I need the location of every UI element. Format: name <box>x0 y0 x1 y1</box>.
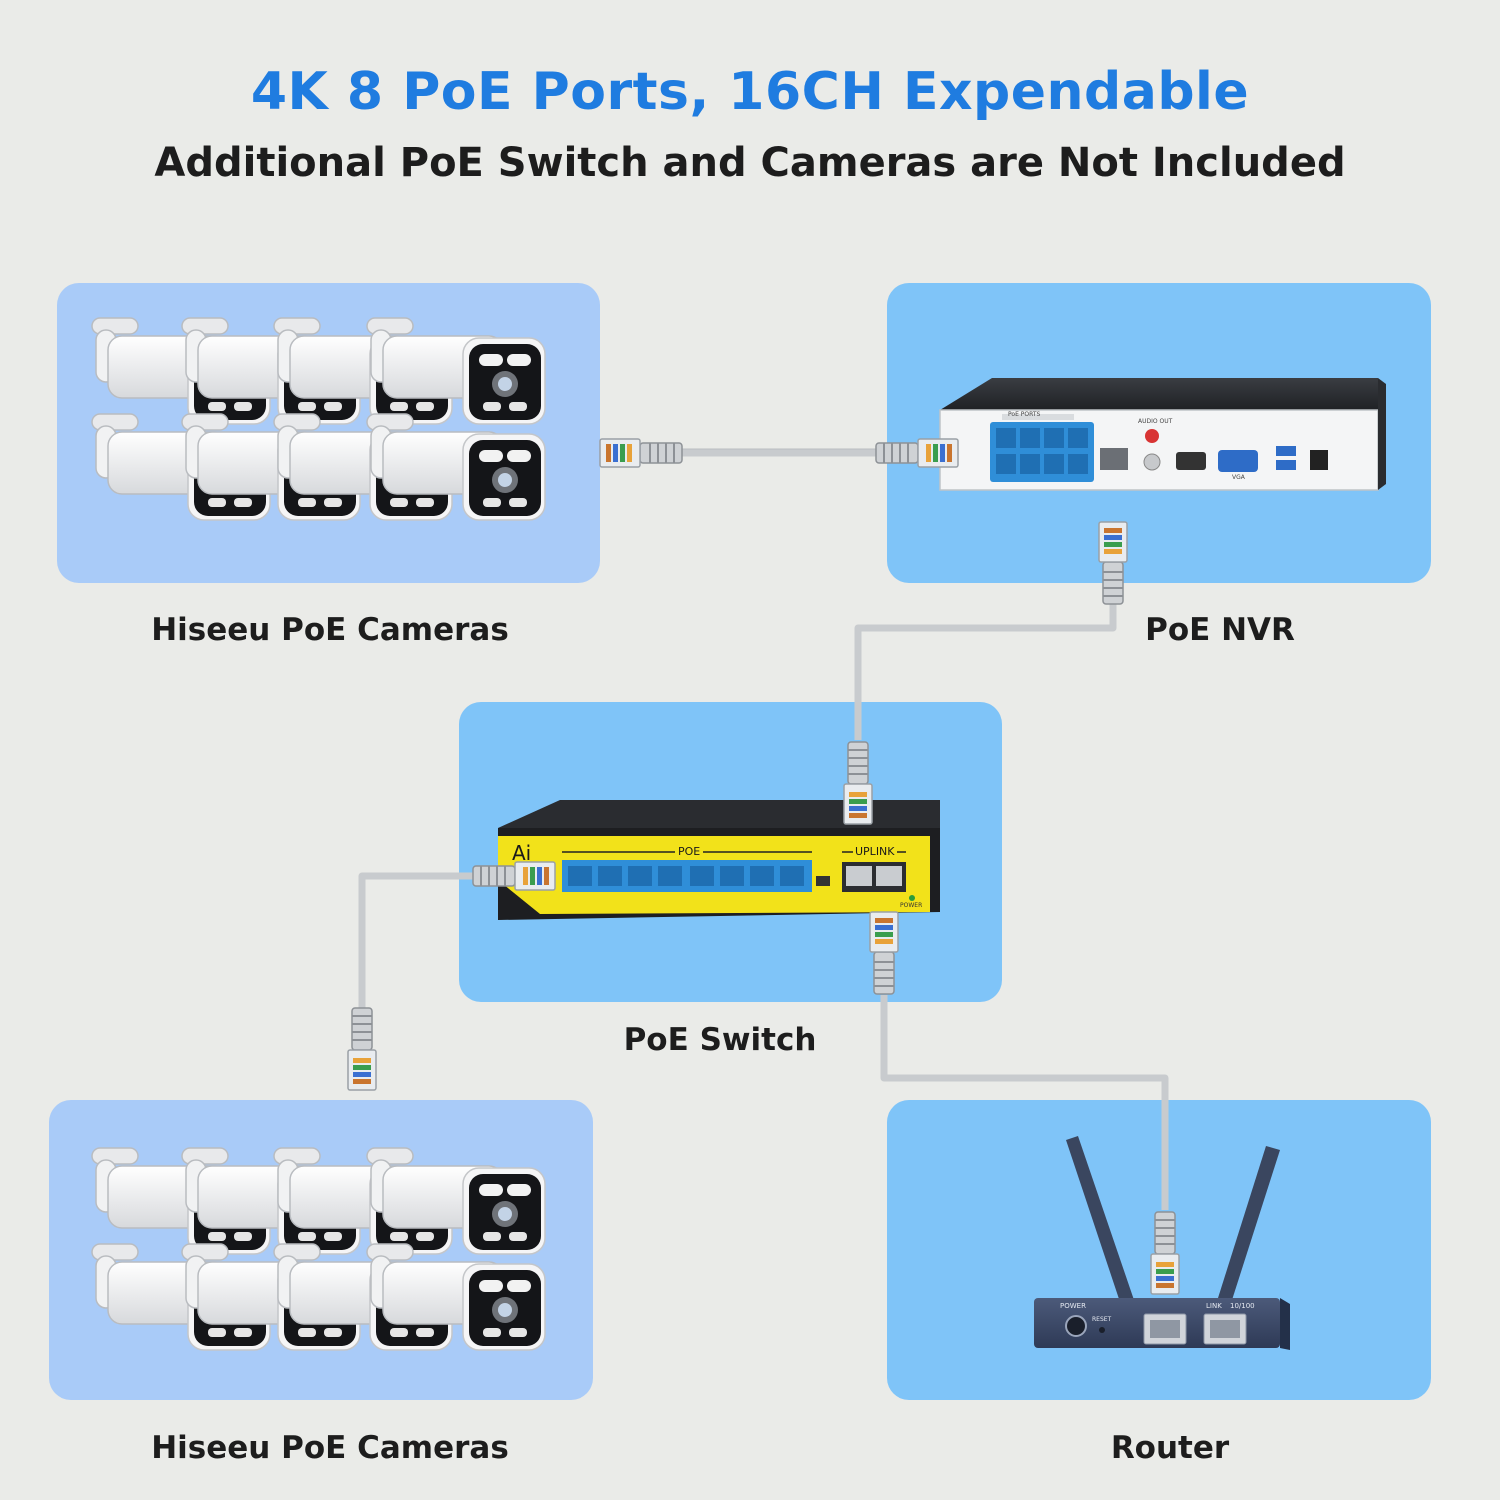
camera-group-top <box>91 317 546 521</box>
switch-uplink-label: UPLINK <box>853 845 897 858</box>
router-link-label: LINK <box>1206 1302 1222 1310</box>
page-title: 4K 8 PoE Ports, 16CH Expendable <box>250 62 1250 122</box>
label-cameras-top: Hiseeu PoE Cameras <box>151 612 509 648</box>
label-nvr: PoE NVR <box>1145 612 1295 648</box>
label-router: Router <box>1110 1430 1230 1466</box>
nvr-vga-label: VGA <box>1232 474 1245 481</box>
page-subtitle: Additional PoE Switch and Cameras are No… <box>154 140 1346 186</box>
switch-poe-ports <box>562 860 812 892</box>
switch-power-label: POWER <box>900 902 923 909</box>
router-power-label: POWER <box>1060 1302 1086 1310</box>
nvr-port-label: PoE PORTS <box>1008 411 1041 418</box>
router-device <box>1034 1136 1290 1350</box>
svg-text:Ai: Ai <box>512 841 531 865</box>
label-switch: PoE Switch <box>623 1022 817 1058</box>
label-cameras-bottom: Hiseeu PoE Cameras <box>151 1430 509 1466</box>
switch-poe-label: POE <box>675 845 704 858</box>
router-speed-label: 10/100 <box>1230 1302 1255 1310</box>
nvr-audio-label: AUDIO OUT <box>1138 418 1173 425</box>
nvr-device <box>939 378 1386 491</box>
nvr-poe-ports <box>990 422 1094 482</box>
switch-device: Ai <box>498 800 940 920</box>
switch-uplink-ports <box>842 862 906 892</box>
router-reset-label: RESET <box>1092 1316 1112 1323</box>
camera-group-bottom <box>91 1147 546 1351</box>
